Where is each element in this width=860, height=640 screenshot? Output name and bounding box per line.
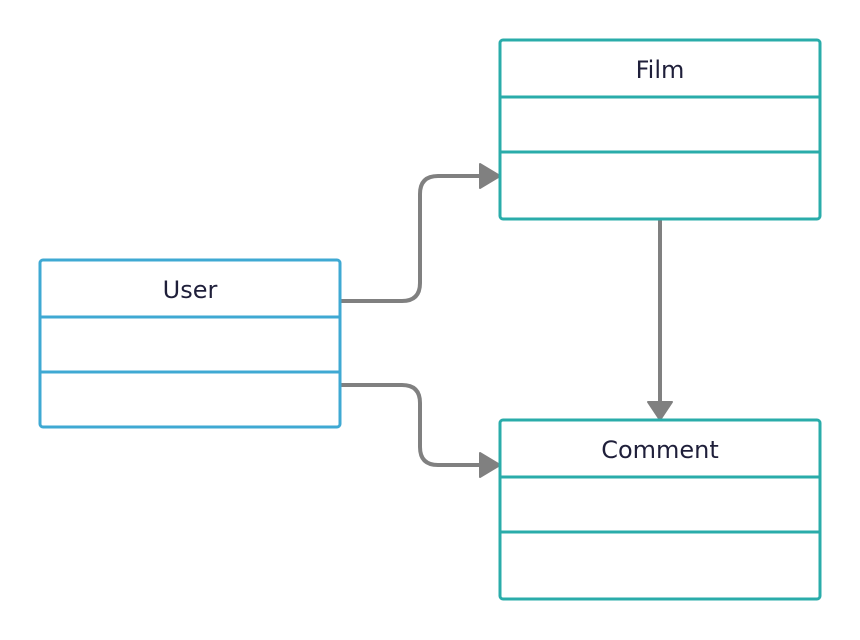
class-box-user[interactable]: User: [38, 258, 342, 429]
connector-user-film[interactable]: [339, 174, 484, 303]
class-box-comment-frame: [498, 418, 822, 601]
class-box-comment[interactable]: Comment: [498, 418, 822, 601]
class-box-user-frame: [38, 258, 342, 429]
arrowhead-user-comment: [479, 452, 501, 478]
class-title-comment: Comment: [601, 436, 719, 464]
class-title-user: User: [163, 276, 218, 304]
arrowhead-film-comment: [647, 401, 673, 421]
arrowhead-user-film: [479, 163, 501, 189]
class-title-film: Film: [636, 56, 685, 84]
connector-user-comment[interactable]: [339, 383, 484, 467]
connectors: [339, 163, 673, 478]
class-box-film[interactable]: Film: [498, 38, 822, 221]
class-box-film-frame: [498, 38, 822, 221]
